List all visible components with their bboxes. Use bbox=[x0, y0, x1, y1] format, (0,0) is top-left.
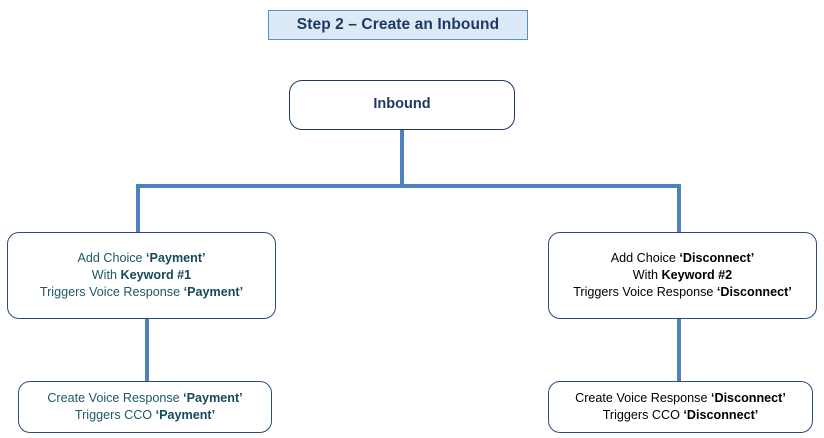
choice-payment-line-2: With Keyword #1 bbox=[92, 267, 191, 284]
voice-disconnect-line-2-text: Triggers CCO bbox=[602, 408, 684, 422]
voice-payment-line-1: Create Voice Response ‘Payment’ bbox=[47, 390, 242, 407]
step-title-text: Step 2 – Create an Inbound bbox=[296, 16, 500, 33]
choice-payment-line-1-text: Add Choice bbox=[77, 251, 147, 266]
voice-disconnect-line-2: Triggers CCO ‘Disconnect’ bbox=[603, 407, 759, 424]
choice-disconnect-line-2-strong: Keyword #2 bbox=[661, 268, 733, 283]
node-choice-disconnect: Add Choice ‘Disconnect’ With Keyword #2 … bbox=[548, 232, 817, 319]
connector-bus-to-left-choice bbox=[136, 184, 140, 234]
choice-payment-line-2-strong: Keyword #1 bbox=[120, 268, 192, 283]
node-choice-payment: Add Choice ‘Payment’ With Keyword #1 Tri… bbox=[7, 232, 276, 319]
choice-disconnect-line-3-strong: ‘Disconnect’ bbox=[716, 284, 792, 299]
choice-disconnect-line-3-text: Triggers Voice Response bbox=[573, 284, 717, 299]
connector-horizontal-bus bbox=[136, 184, 681, 188]
choice-disconnect-line-3: Triggers Voice Response ‘Disconnect’ bbox=[573, 284, 792, 301]
choice-payment-line-3: Triggers Voice Response ‘Payment’ bbox=[40, 284, 243, 301]
voice-payment-line-2-text: Triggers CCO bbox=[74, 408, 156, 422]
choice-payment-line-2-text: With bbox=[91, 268, 121, 283]
voice-payment-line-2: Triggers CCO ‘Payment’ bbox=[75, 407, 215, 424]
node-inbound-label: Inbound bbox=[373, 96, 431, 113]
connector-left-choice-to-voice bbox=[145, 317, 149, 383]
connector-bus-to-right-choice bbox=[677, 184, 681, 234]
choice-disconnect-line-1: Add Choice ‘Disconnect’ bbox=[611, 250, 755, 267]
choice-disconnect-line-2-text: With bbox=[632, 268, 662, 283]
voice-payment-line-1-strong: ‘Payment’ bbox=[183, 391, 243, 406]
step-title-box: Step 2 – Create an Inbound bbox=[268, 10, 528, 40]
choice-disconnect-line-1-strong: ‘Disconnect’ bbox=[679, 251, 755, 266]
voice-payment-line-2-strong: ‘Payment’ bbox=[155, 408, 216, 422]
voice-payment-line-1-text: Create Voice Response bbox=[47, 391, 184, 406]
connector-right-choice-to-voice bbox=[677, 317, 681, 383]
choice-disconnect-line-1-text: Add Choice bbox=[610, 251, 680, 266]
node-voice-response-payment: Create Voice Response ‘Payment’ Triggers… bbox=[18, 381, 272, 433]
voice-disconnect-line-2-strong: ‘Disconnect’ bbox=[683, 408, 759, 422]
choice-payment-line-1: Add Choice ‘Payment’ bbox=[77, 250, 205, 267]
choice-payment-line-3-text: Triggers Voice Response bbox=[39, 284, 184, 299]
node-voice-response-disconnect: Create Voice Response ‘Disconnect’ Trigg… bbox=[548, 381, 813, 433]
voice-disconnect-line-1-text: Create Voice Response bbox=[575, 391, 711, 406]
choice-payment-line-1-strong: ‘Payment’ bbox=[146, 251, 206, 266]
choice-payment-line-3-strong: ‘Payment’ bbox=[183, 284, 244, 299]
voice-disconnect-line-1: Create Voice Response ‘Disconnect’ bbox=[575, 390, 786, 407]
choice-disconnect-line-2: With Keyword #2 bbox=[633, 267, 732, 284]
connector-inbound-to-bus bbox=[400, 129, 404, 188]
voice-disconnect-line-1-strong: ‘Disconnect’ bbox=[710, 391, 786, 406]
node-inbound: Inbound bbox=[289, 80, 515, 130]
